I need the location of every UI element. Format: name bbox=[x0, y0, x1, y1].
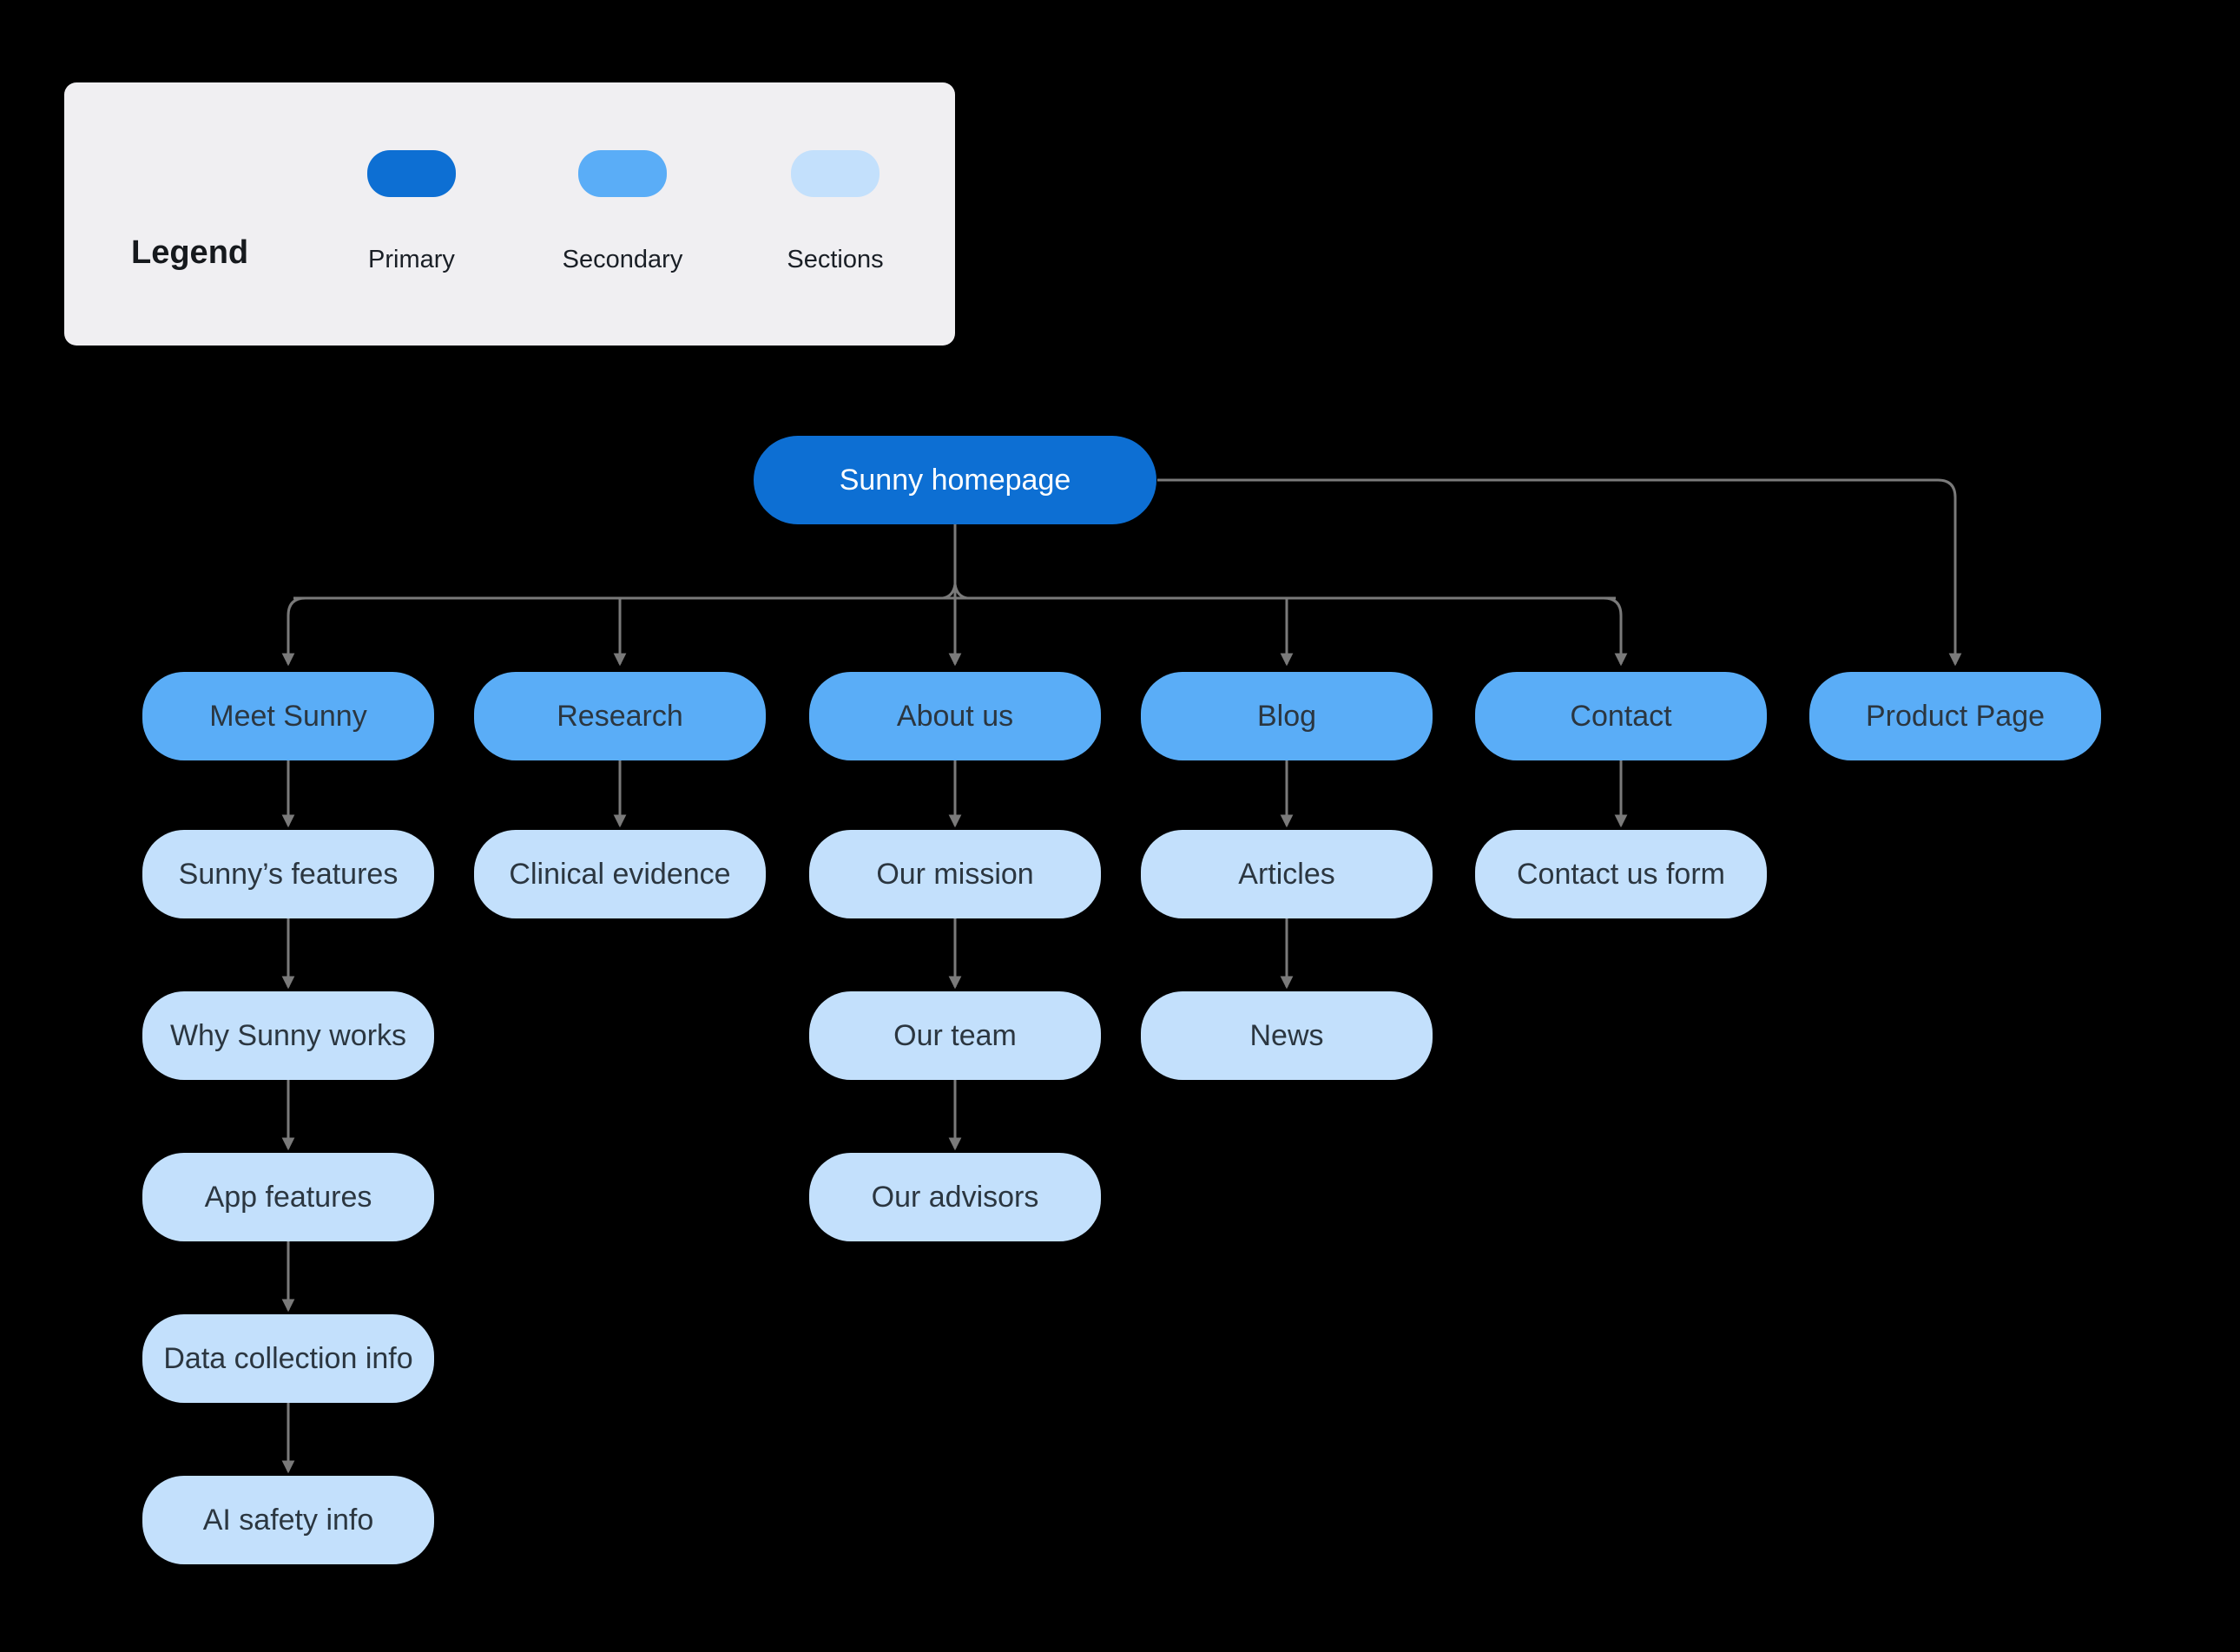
node-meet-sunny[interactable]: Meet Sunny bbox=[142, 672, 434, 760]
node-label: App features bbox=[204, 1180, 372, 1214]
node-label: Data collection info bbox=[163, 1341, 413, 1375]
node-contact[interactable]: Contact bbox=[1475, 672, 1767, 760]
node-news[interactable]: News bbox=[1141, 991, 1433, 1080]
node-label: AI safety info bbox=[202, 1503, 374, 1537]
legend-label-sections: Sections bbox=[787, 246, 884, 273]
legend-label-secondary: Secondary bbox=[562, 246, 683, 273]
node-label: Clinical evidence bbox=[509, 857, 731, 891]
node-label: Our mission bbox=[876, 857, 1034, 891]
node-contact-us-form[interactable]: Contact us form bbox=[1475, 830, 1767, 918]
legend-swatch-primary bbox=[367, 150, 456, 197]
node-data-collection-info[interactable]: Data collection info bbox=[142, 1314, 434, 1403]
node-label: News bbox=[1249, 1018, 1324, 1052]
node-label: Sunny homepage bbox=[839, 463, 1071, 497]
node-about-us[interactable]: About us bbox=[809, 672, 1101, 760]
edge-bus-meet-sunny bbox=[281, 596, 306, 667]
edge-homepage-product-page bbox=[1157, 478, 1962, 667]
node-label: Why Sunny works bbox=[169, 1018, 407, 1052]
edge-bus-contact bbox=[1603, 596, 1628, 667]
node-label: About us bbox=[896, 699, 1014, 733]
node-our-mission[interactable]: Our mission bbox=[809, 830, 1101, 918]
legend-panel: Legend Primary Secondary Sections bbox=[64, 82, 955, 346]
node-articles[interactable]: Articles bbox=[1141, 830, 1433, 918]
node-blog[interactable]: Blog bbox=[1141, 672, 1433, 760]
node-label: Articles bbox=[1238, 857, 1335, 891]
legend-swatch-sections bbox=[791, 150, 880, 197]
node-label: Product Page bbox=[1865, 699, 2046, 733]
node-product-page[interactable]: Product Page bbox=[1809, 672, 2101, 760]
node-label: Contact us form bbox=[1517, 857, 1725, 891]
node-label: Contact bbox=[1570, 699, 1672, 733]
node-label: Blog bbox=[1256, 699, 1317, 733]
node-label: Meet Sunny bbox=[209, 699, 367, 733]
edge-junction-fillet bbox=[942, 583, 968, 600]
node-research[interactable]: Research bbox=[474, 672, 766, 760]
legend-label-primary: Primary bbox=[368, 246, 455, 273]
node-label: Research bbox=[557, 699, 683, 733]
node-sunnys-features[interactable]: Sunny’s features bbox=[142, 830, 434, 918]
node-label: Our advisors bbox=[871, 1180, 1039, 1214]
legend-swatch-secondary bbox=[578, 150, 667, 197]
node-label: Sunny’s features bbox=[178, 857, 399, 891]
node-label: Our team bbox=[893, 1018, 1017, 1052]
node-sunny-homepage[interactable]: Sunny homepage bbox=[754, 436, 1156, 524]
node-why-sunny-works[interactable]: Why Sunny works bbox=[142, 991, 434, 1080]
node-clinical-evidence[interactable]: Clinical evidence bbox=[474, 830, 766, 918]
node-ai-safety-info[interactable]: AI safety info bbox=[142, 1476, 434, 1564]
legend-title: Legend bbox=[131, 234, 249, 271]
node-app-features[interactable]: App features bbox=[142, 1153, 434, 1241]
node-our-advisors[interactable]: Our advisors bbox=[809, 1153, 1101, 1241]
node-our-team[interactable]: Our team bbox=[809, 991, 1101, 1080]
